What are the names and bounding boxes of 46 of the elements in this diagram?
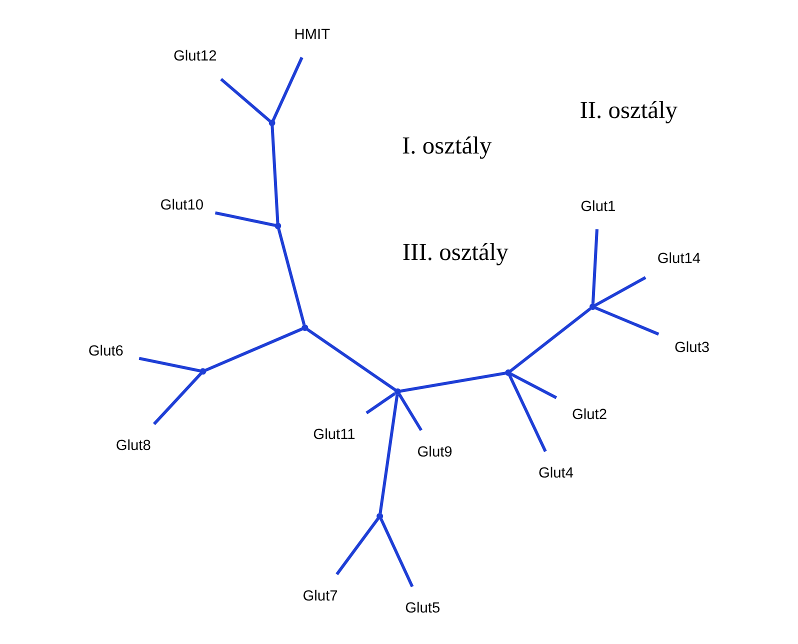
node-text: Glut7 — [302, 588, 338, 604]
connector — [508, 374, 547, 452]
node-point — [274, 222, 282, 230]
connector — [277, 228, 306, 326]
connector — [594, 306, 660, 336]
node-text: Glut14 — [657, 250, 701, 267]
label: III. osztály — [402, 239, 508, 266]
node-text: Glut2 — [572, 406, 608, 423]
node-text: Glut11 — [313, 426, 356, 443]
node-text: Glut12 — [174, 48, 217, 65]
connector — [138, 356, 200, 372]
node-point — [376, 512, 384, 520]
node-point — [200, 368, 206, 375]
node-text: Glut1 — [580, 198, 616, 215]
connector — [272, 56, 304, 121]
node-point — [505, 369, 512, 376]
connector — [366, 392, 396, 414]
connector — [336, 518, 380, 576]
node-point — [394, 388, 401, 395]
node-point — [268, 120, 276, 126]
node-text: Glut6 — [88, 343, 124, 360]
connector — [378, 394, 399, 514]
connector — [400, 372, 506, 393]
node-text: Glut10 — [160, 198, 204, 214]
label: I. osztály — [402, 132, 492, 160]
node-text: Glut8 — [116, 438, 151, 454]
connector — [214, 211, 276, 227]
connector — [220, 78, 271, 122]
connector — [509, 307, 592, 372]
node-text: Glut3 — [674, 340, 710, 356]
node-text: Glut9 — [417, 444, 452, 460]
connector — [594, 276, 646, 307]
node-text: Glut5 — [405, 600, 440, 617]
connector — [591, 229, 599, 304]
label: II. osztály — [580, 97, 678, 124]
connector — [306, 328, 396, 392]
connector — [204, 327, 303, 372]
connector — [510, 372, 558, 400]
node-text: HMIT — [294, 26, 330, 43]
connector — [270, 126, 280, 224]
node-point — [302, 324, 308, 331]
node-point — [590, 303, 596, 310]
connector — [380, 518, 414, 588]
connector — [398, 393, 423, 432]
connector — [152, 372, 202, 426]
node-text: Glut4 — [538, 466, 574, 482]
